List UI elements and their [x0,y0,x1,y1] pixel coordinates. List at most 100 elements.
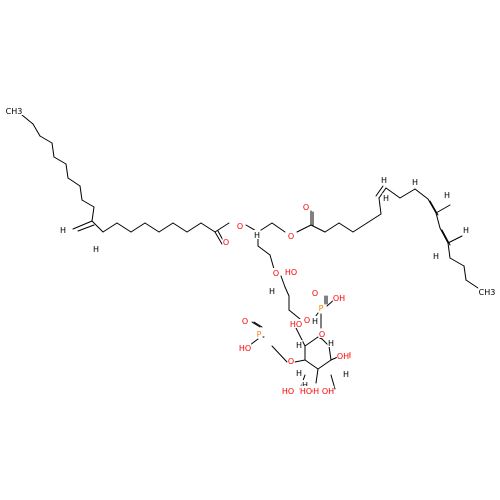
bond-48 [427,198,437,214]
atom-label-ring-c6-oh: HO [282,387,294,396]
bond-54 [447,235,463,244]
atom-label-o-ether: O [273,269,279,278]
atom-label-bg [299,386,313,395]
atom-label-h-stereo1: H [254,231,260,240]
bond-58 [465,279,479,289]
atom-label-p2-o-oh: OH [337,352,349,361]
atom-label-bg [443,190,451,199]
bond-layer [21,114,479,390]
atom-label-h-db1b: H [93,245,99,254]
atom-label-p1: P [319,304,324,313]
atom-label-bg [289,319,303,328]
atom-label-h-ring3: H [296,369,302,378]
atom-label-h-ring6: H [302,381,308,390]
bond-34 [296,224,312,233]
bond-9 [91,206,95,222]
atom-label-bg [5,106,23,115]
bond-26 [271,222,286,233]
atom-label-bg [303,315,311,324]
bond-4 [53,156,67,165]
atom-label-bg [255,329,263,338]
bond-29 [269,254,275,270]
bond-72 [315,368,319,384]
bond-6 [67,177,81,187]
atom-label-bg [238,343,252,352]
bond-47 [414,188,429,200]
bond-81 [330,374,336,390]
bond-67 [304,359,319,370]
bond-46 [399,188,416,199]
atom-label-bg [321,386,335,395]
bond-28 [257,245,271,256]
bond-74 [294,359,306,363]
atom-label-bg [295,368,303,377]
atom-label-p2-double-o: O [242,317,248,326]
bond-12 [91,220,104,233]
bond-42 [378,197,382,215]
atom-label-bg [332,293,346,302]
atom-label-h-db3a: H [412,178,418,187]
bond-37 [310,224,326,233]
bond-33 [288,309,301,320]
atom-label-bg [311,316,319,325]
atom-label-bg [241,316,249,325]
atom-label-bg [311,288,319,297]
bond-45 [385,187,401,199]
atom-label-h-ring5: H [343,370,349,379]
bond-31 [284,286,290,297]
bond-1 [32,123,41,137]
bond-75 [271,345,288,363]
atom-label-bg [432,251,440,260]
atom-label-bg [317,303,325,312]
atom-label-o-phosphodiester: O [304,316,310,325]
bond-13 [102,222,118,233]
bond-55 [447,242,451,259]
atom-label-bg [382,193,390,202]
atom-label-bg [59,225,67,234]
bond-38 [324,222,340,233]
bond-16 [144,222,160,233]
bond-69 [304,336,319,347]
atom-label-bg [306,386,320,395]
atom-label-o-ester2-double: O [303,203,309,212]
atom-label-ring-c1-oh: HO [290,320,302,329]
atom-label-ch3-right: CH3 [479,288,496,297]
atom-label-o-ester2-single: O [288,232,294,241]
atom-label-bg [301,380,309,389]
atom-label-h-db2a: H [381,176,387,185]
atom-label-bg [295,340,303,349]
atom-label-oh-glycerol: HO [285,268,297,277]
atom-label-p1-double-o: O [312,289,318,298]
bond-65 [328,345,332,361]
atom-label-bg [318,329,326,338]
bond-7 [79,185,83,201]
bond-18 [172,222,188,233]
bond-5 [65,163,69,179]
atom-label-h-ring2: H [312,317,318,326]
atom-label-bg [327,338,335,347]
atom-label-bg [222,237,230,246]
bond-56 [449,257,465,267]
atom-label-bg [272,268,280,277]
atom-label-bg [336,351,350,360]
atom-label-bg [281,386,295,395]
bond-11 [77,224,95,232]
bond-20 [200,222,216,233]
bond-8 [81,199,95,208]
atom-label-h-db4a: H [433,252,439,261]
atom-label-p1-oh: OH [333,294,345,303]
bond-10 [72,220,93,230]
atom-label-h-db3b: H [444,191,450,200]
bond-40 [352,222,368,233]
atom-label-bg [284,267,298,276]
atom-label-ring-c3-oh: OH [307,387,319,396]
bond-15 [130,222,146,233]
atom-label-h-db4b: H [463,226,469,235]
bond-22 [214,231,223,245]
atom-label-ring-c6b-oh: HO [300,387,312,396]
atom-label-bg [268,286,276,295]
atom-label-ring-c5-oh: OH [322,387,334,396]
atom-label-p2-oh: HO [239,344,251,353]
atom-label-bg [478,287,496,296]
bond-19 [186,222,202,233]
